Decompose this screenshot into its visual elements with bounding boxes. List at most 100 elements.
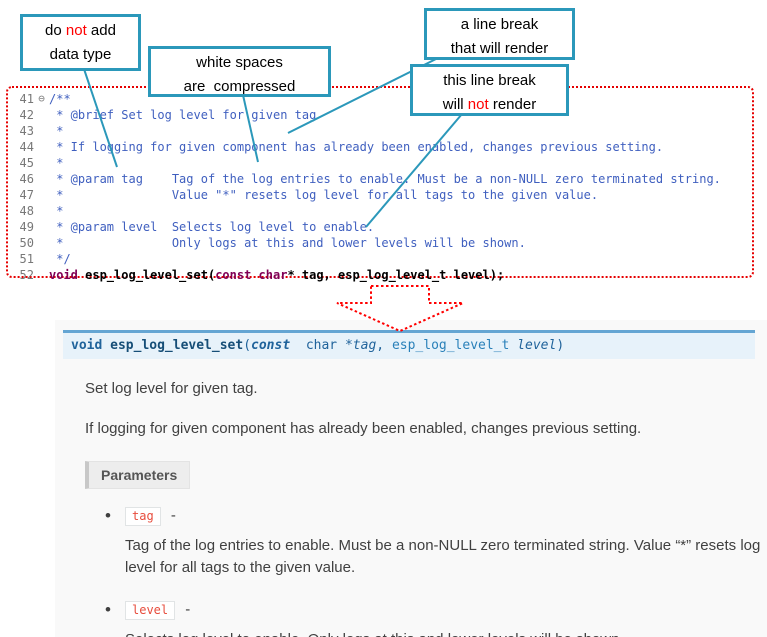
line-number: 47: [19, 188, 34, 202]
callout-word: white spaces: [196, 54, 283, 71]
description-text: If logging for given component has alrea…: [85, 420, 642, 437]
code-line: 50 * Only logs at this and lower levels …: [8, 235, 752, 251]
callout-text-line: data type: [23, 43, 138, 67]
parameters-list: tag - Tag of the log entries to enable. M…: [105, 506, 767, 637]
code-line: 45 *: [8, 155, 752, 171]
code-segment: * If logging for given component has alr…: [49, 140, 664, 154]
code-line: 52 void esp_log_level_set(const char* ta…: [8, 267, 752, 283]
line-number: 45: [19, 156, 34, 170]
code-segment: * @param tag Tag of the log entries to e…: [49, 172, 721, 186]
code-segment: /**: [49, 92, 71, 106]
code-segment: * Value "*" resets log level for all tag…: [49, 188, 599, 202]
code-line: 43 *: [8, 123, 752, 139]
code-text: /**: [49, 91, 71, 107]
highlighted-word: not: [65, 22, 87, 39]
code-text: * @param tag Tag of the log entries to e…: [49, 171, 721, 187]
callout-word: do: [45, 22, 66, 39]
code-text: *: [49, 203, 63, 219]
code-text: * @param level Selects log level to enab…: [49, 219, 374, 235]
fold-gutter: [34, 235, 49, 251]
callout-word: this line break: [443, 72, 536, 89]
function-signature: void esp_log_level_set(const char *tag, …: [63, 330, 755, 359]
callout-text-line: a line break: [427, 13, 572, 37]
code-lines: 41⊖/**42 * @brief Set log level for give…: [8, 91, 752, 283]
line-number: 43: [19, 124, 34, 138]
code-segment: const char: [215, 268, 288, 282]
callout-text-line: are compressed: [151, 75, 328, 99]
line-number: 50: [19, 236, 34, 250]
signature-segment: [290, 338, 306, 353]
code-segment: * tag, esp_log_level_t level);: [287, 268, 505, 282]
code-editor-snippet: 41⊖/**42 * @brief Set log level for give…: [6, 86, 754, 282]
code-line: 48 *: [8, 203, 752, 219]
callout-word: a line break: [460, 16, 539, 33]
fold-gutter: [34, 267, 49, 283]
line-number: 51: [19, 252, 34, 266]
code-segment: *: [49, 204, 64, 218]
code-segment: * @brief Set log level for given tag: [49, 108, 317, 122]
signature-segment: [102, 338, 110, 353]
fold-gutter: [34, 187, 49, 203]
code-text: * Only logs at this and lower levels wil…: [49, 235, 526, 251]
code-line: 42 * @brief Set log level for given tag: [8, 107, 752, 123]
code-text: void esp_log_level_set(const char* tag, …: [49, 267, 504, 283]
code-segment: *: [49, 156, 64, 170]
line-number: 48: [19, 204, 34, 218]
parameters-label: Parameters: [85, 461, 191, 489]
signature-segment: ,: [376, 338, 392, 353]
code-text: * @brief Set log level for given tag: [49, 107, 316, 123]
fold-toggle-icon[interactable]: ⊖: [38, 92, 45, 105]
code-segment: * @param level Selects log level to enab…: [49, 220, 375, 234]
callout-word: render: [488, 96, 537, 113]
code-line: 49 * @param level Selects log level to e…: [8, 219, 752, 235]
signature-segment: level: [517, 338, 557, 353]
code-text: * If logging for given component has alr…: [49, 139, 663, 155]
signature-segment: esp_log_level_t: [391, 338, 518, 353]
line-number: 49: [19, 220, 34, 234]
callout-line-break-not-render: this line break will not render: [410, 64, 569, 116]
param-separator: -: [166, 507, 176, 524]
line-number: 52: [19, 268, 34, 282]
param-name-chip: tag: [125, 507, 161, 526]
line-number: 44: [19, 140, 34, 154]
callout-text-line: this line break: [413, 69, 566, 93]
signature-segment: ): [556, 338, 565, 353]
signature-segment: tag: [352, 338, 377, 353]
param-description: Selects log level to enable. Only logs a…: [125, 629, 767, 637]
callout-text-line: will not render: [413, 93, 566, 117]
code-segment: * Only logs at this and lower levels wil…: [49, 236, 526, 250]
signature-segment: const: [251, 338, 291, 353]
callout-word: will: [442, 96, 468, 113]
code-segment: */: [49, 252, 71, 266]
fold-gutter: [34, 155, 49, 171]
fold-gutter: [34, 107, 49, 123]
callout-line-break-renders: a line break that will render: [424, 8, 575, 60]
callout-word: data type: [49, 46, 112, 63]
rendered-docs-panel: void esp_log_level_set(const char *tag, …: [55, 320, 767, 637]
code-text: */: [49, 251, 71, 267]
highlighted-word: not: [467, 96, 489, 113]
callout-text-line: white spaces: [151, 51, 328, 75]
code-line: 47 * Value "*" resets log level for all …: [8, 187, 752, 203]
param-description: Tag of the log entries to enable. Must b…: [125, 537, 761, 576]
fold-gutter: [34, 251, 49, 267]
brief-text: Set log level for given tag.: [85, 380, 258, 397]
code-line: 41⊖/**: [8, 91, 752, 107]
param-separator: -: [181, 601, 191, 618]
code-text: * Value "*" resets log level for all tag…: [49, 187, 598, 203]
code-segment: void: [49, 268, 78, 282]
signature-segment: char *: [305, 338, 353, 353]
param-name-chip: level: [125, 601, 176, 620]
callout-word: are compressed: [183, 78, 296, 95]
callout-whitespace-compressed: white spaces are compressed: [148, 46, 331, 97]
code-text: *: [49, 123, 63, 139]
code-line: 51 */: [8, 251, 752, 267]
line-number: 42: [19, 108, 34, 122]
callout-text-line: that will render: [427, 37, 572, 61]
parameter-item: level - Selects log level to enable. Only…: [105, 600, 767, 637]
parameter-item: tag - Tag of the log entries to enable. M…: [105, 506, 767, 579]
code-line: 44 * If logging for given component has …: [8, 139, 752, 155]
fold-gutter: [34, 123, 49, 139]
